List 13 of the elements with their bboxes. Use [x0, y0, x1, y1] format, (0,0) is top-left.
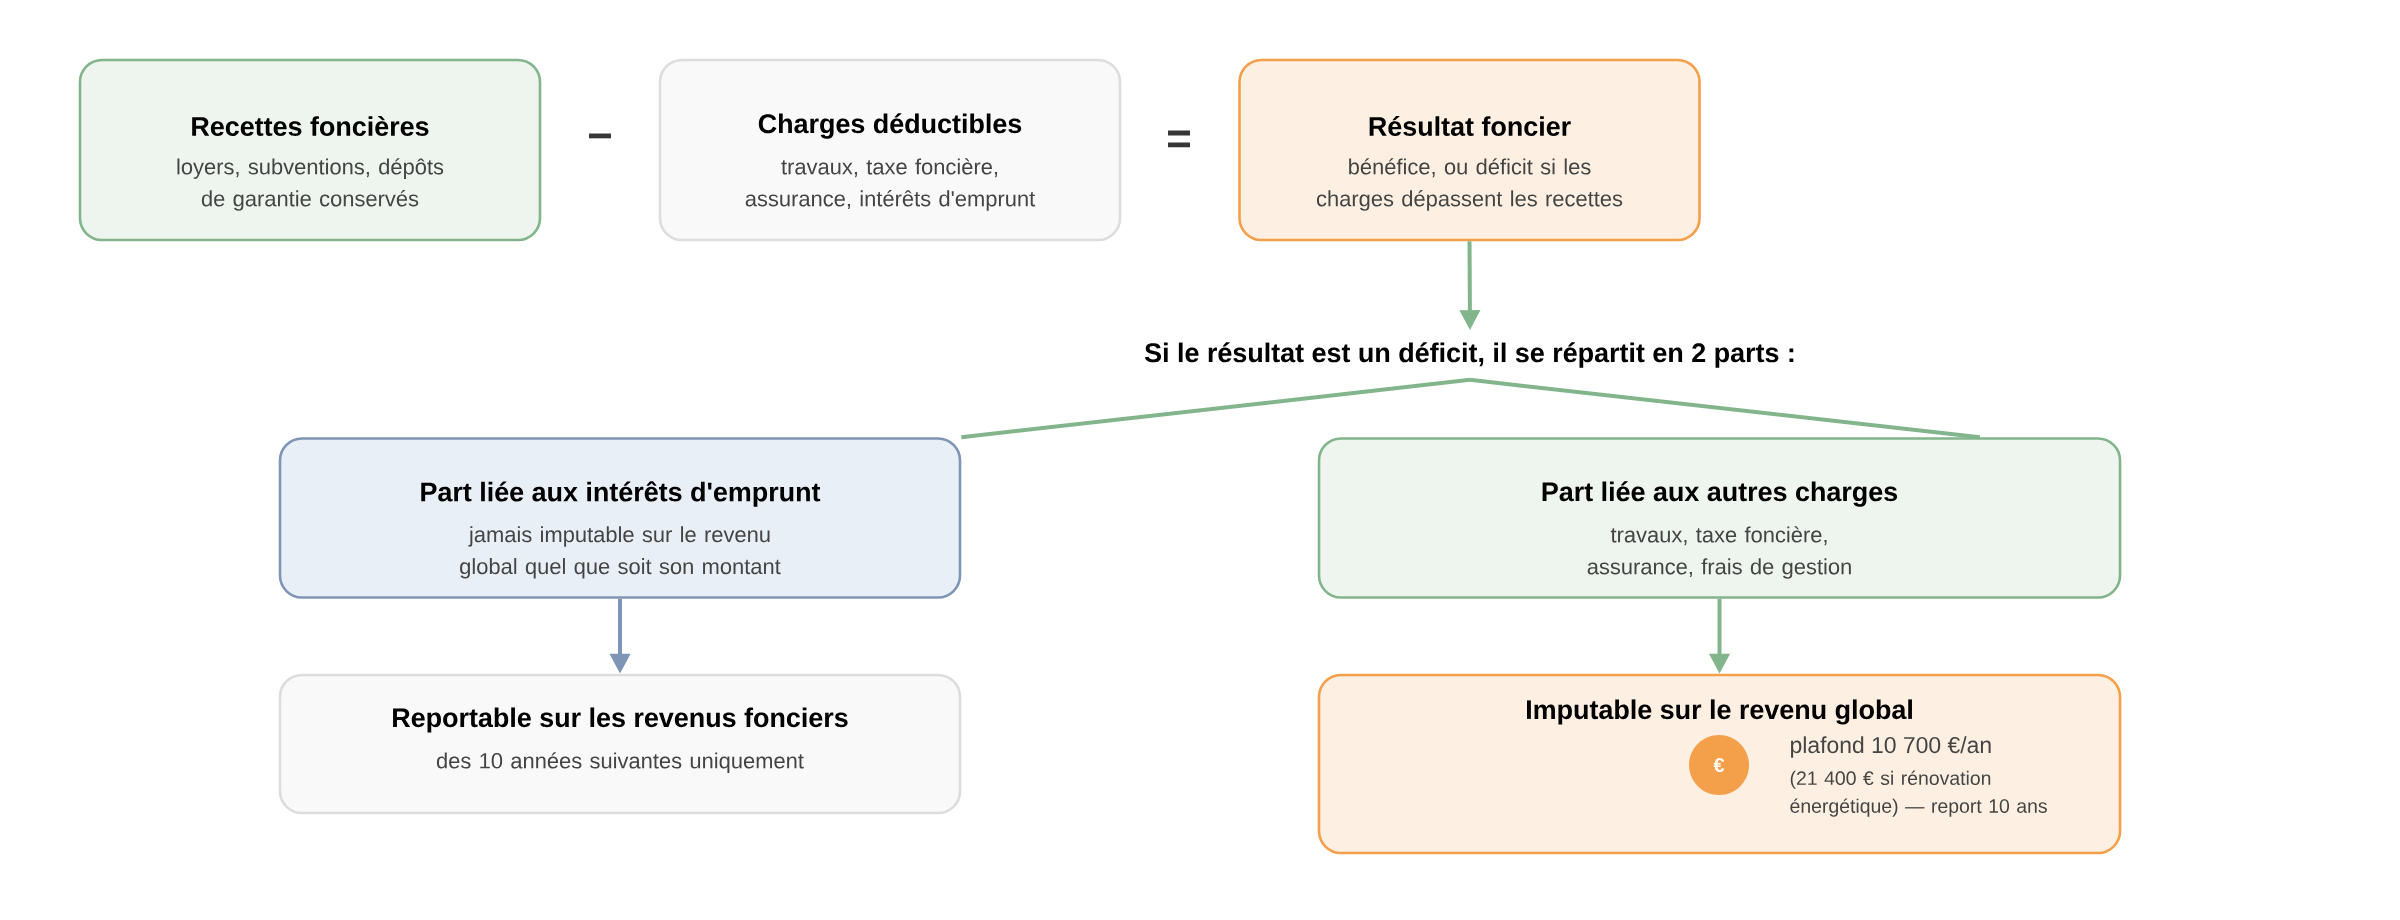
note-text: plafond 10 700 €/an	[1791, 736, 1991, 758]
operator-sign: −	[589, 133, 611, 139]
note-text: (21 400 € si rénovation énergétique) — report 10 ans	[1790, 770, 2047, 817]
heading-text: Si le résultat est un déficit, il se répartit en 2 parts :	[1144, 342, 1794, 368]
operator-sign: =	[1168, 130, 1190, 148]
branch-line	[1469, 377, 1981, 440]
process-box: Recettes foncières loyers, subventions, dépôts de garantie conservés	[78, 58, 542, 242]
result-box: Résultat foncier bénéfice, ou déficit si les charges dépassent les recettes	[1238, 58, 1701, 242]
process-box: Part liée aux autres charges travaux, taxe foncière, assurance, frais de gestion	[1317, 437, 2122, 599]
outcome-box: Reportable sur les revenus fonciers des 10 années suivantes uniquement	[278, 673, 962, 815]
process-box: Part liée aux intérêts d'emprunt jamais imputable sur le revenu global quel que soit son montant	[278, 437, 962, 599]
branch-line	[961, 377, 1471, 440]
process-box: Charges déductibles travaux, taxe foncière, assurance, intérêts d'emprunt	[658, 58, 1122, 242]
